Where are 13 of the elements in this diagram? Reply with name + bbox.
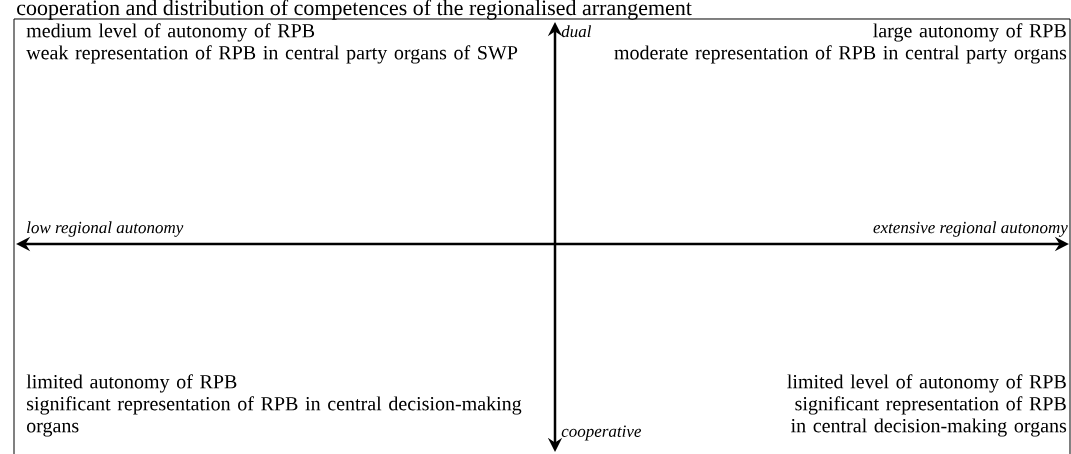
quadrant-text: limited level of autonomy of RPB	[787, 374, 1066, 393]
quadrant-text: limited autonomy of RPB	[26, 374, 237, 393]
axis-label: extensive regional autonomy	[873, 221, 1068, 237]
axis-label: cooperative	[561, 425, 642, 441]
quadrant-text: significant representation of RPB in central decision-making organs	[791, 396, 1067, 437]
quadrant-text: large autonomy of RPB	[873, 23, 1066, 42]
axis-label: low regional autonomy	[27, 221, 184, 237]
quadrant-text: significant representation of RPB in central decision-making organs	[27, 396, 522, 437]
quadrant-text: weak representation of RPB in central party organs of SWP	[26, 45, 518, 64]
quadrant-text: medium level of autonomy of RPB	[26, 23, 315, 42]
title: cooperation and distribution of competences of the regionalised arrangement	[17, 0, 692, 20]
axis-label: dual	[561, 25, 592, 38]
quadrant-text: moderate representation of RPB in central party organs	[614, 45, 1067, 64]
